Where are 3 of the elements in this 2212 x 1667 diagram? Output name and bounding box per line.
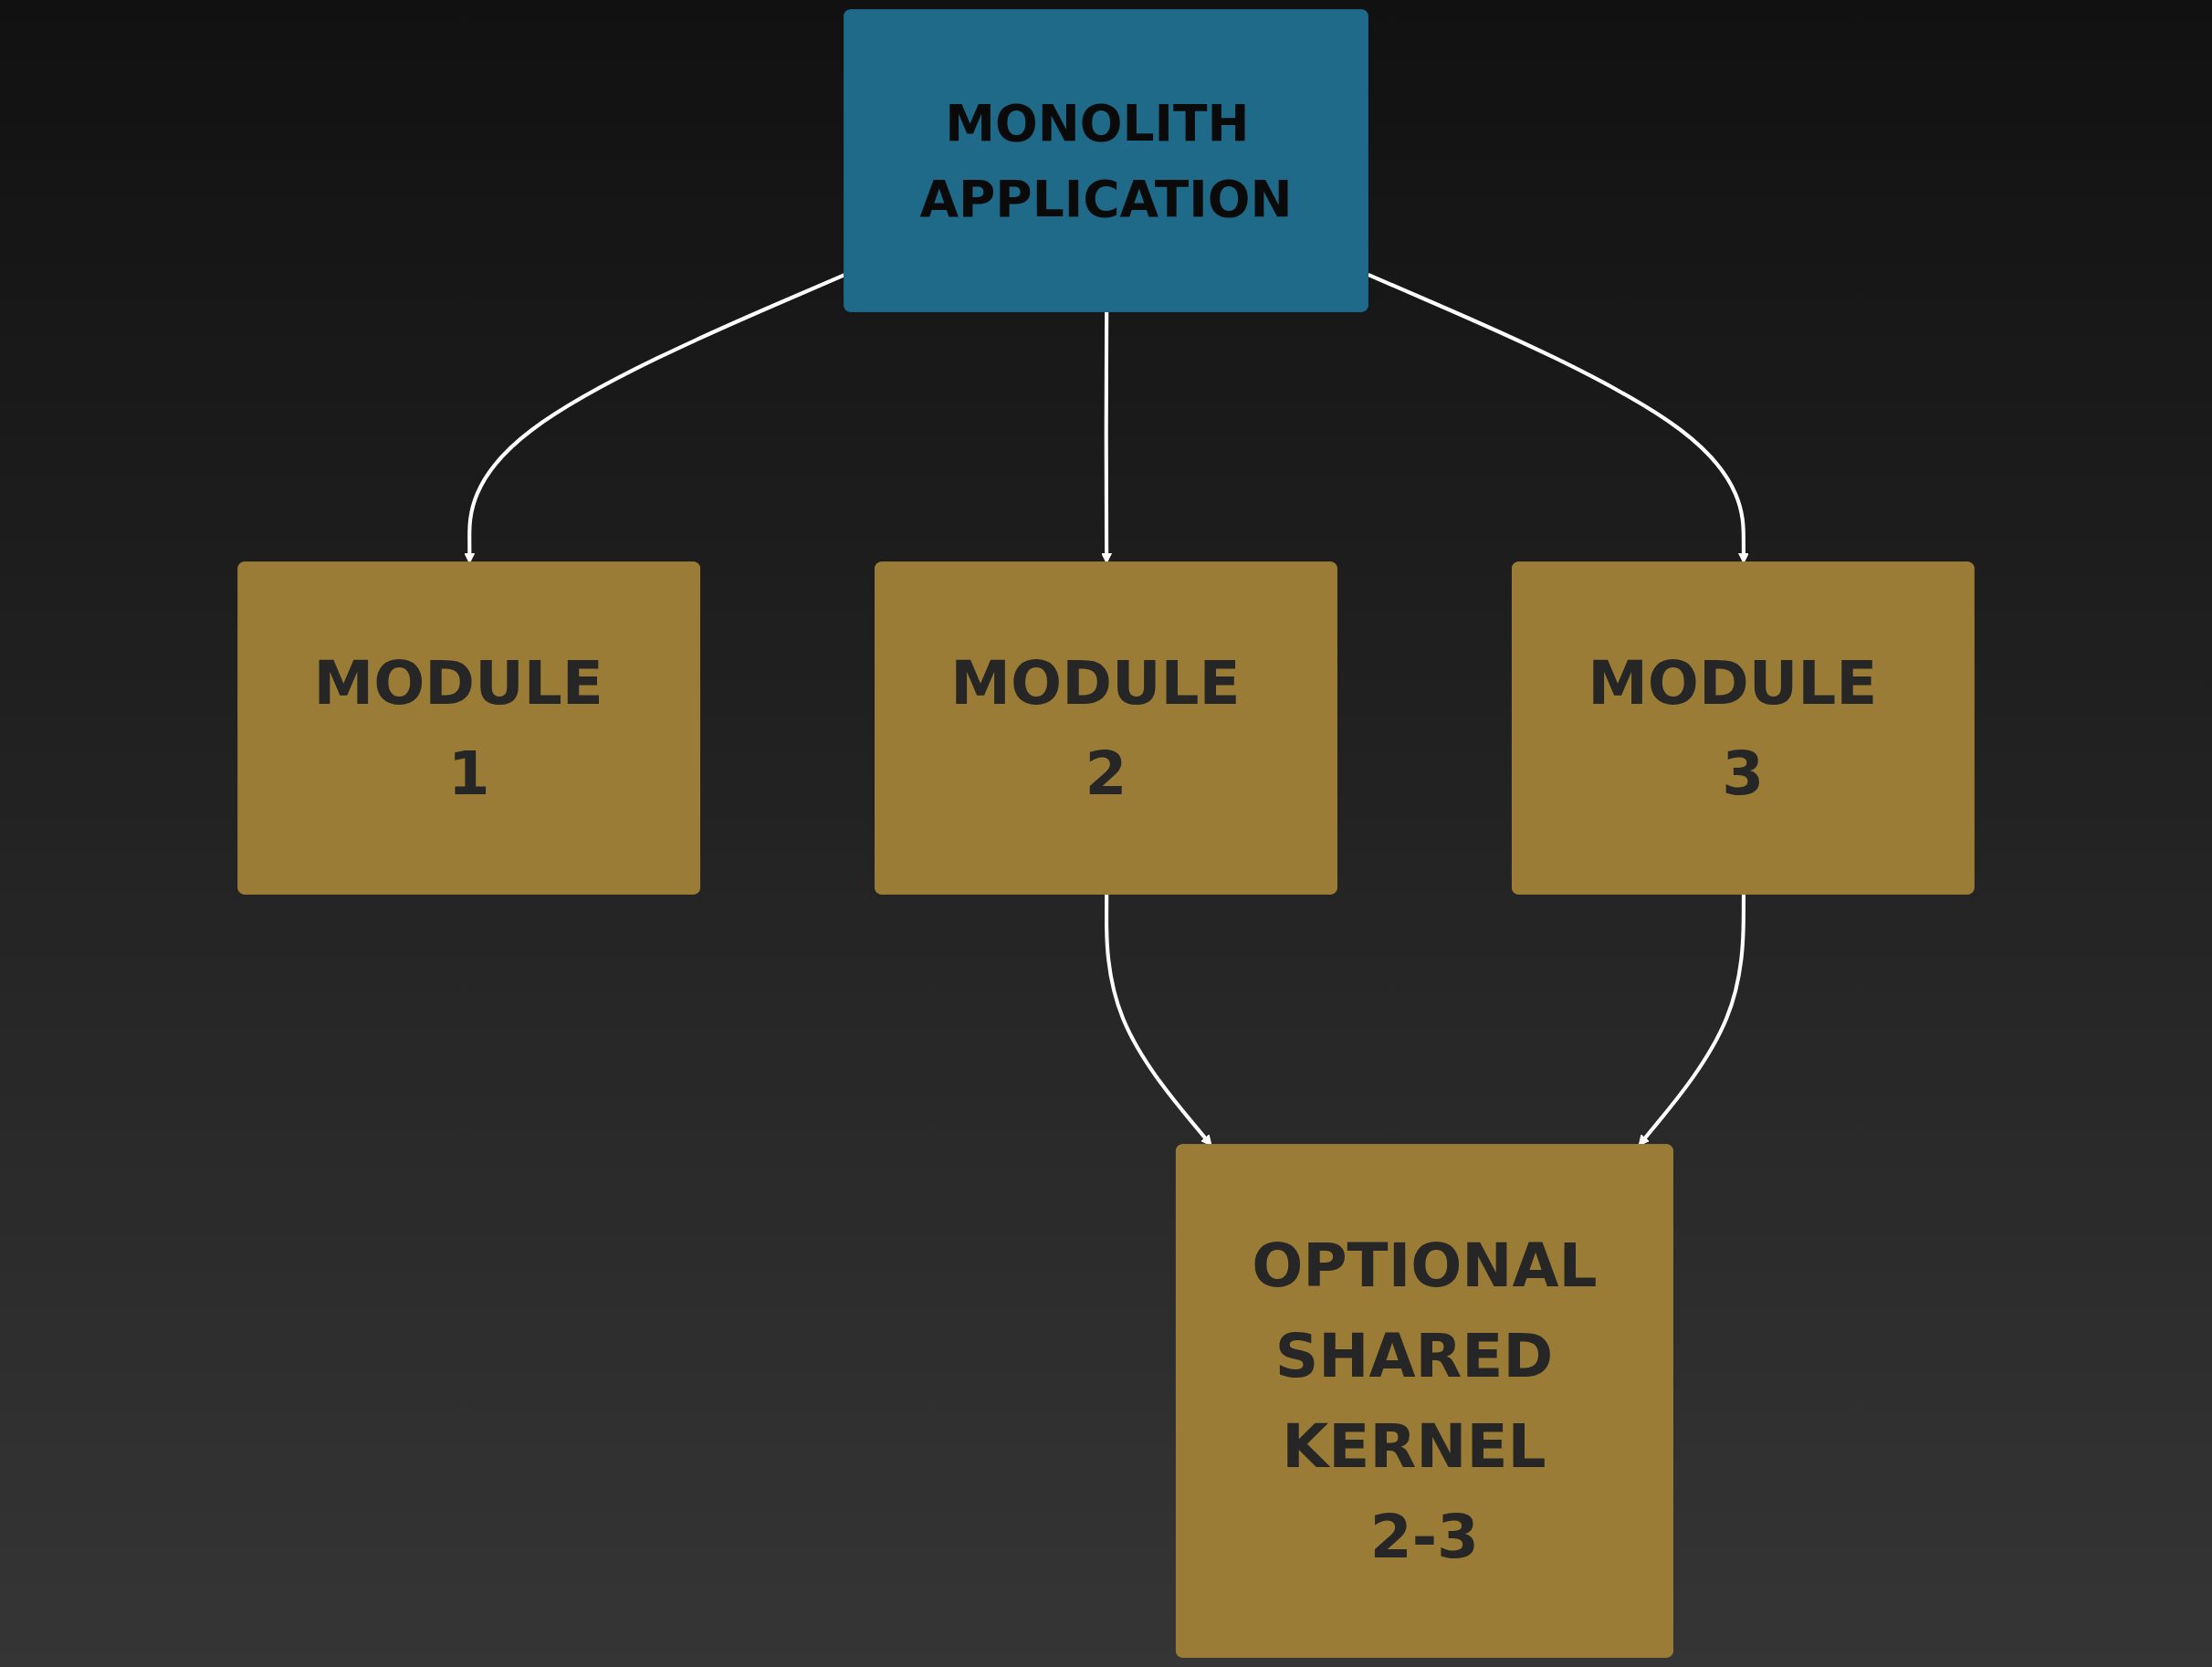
- arrow: [1101, 311, 1113, 564]
- arrow: [1105, 894, 1212, 1147]
- arrow: [1638, 894, 1746, 1147]
